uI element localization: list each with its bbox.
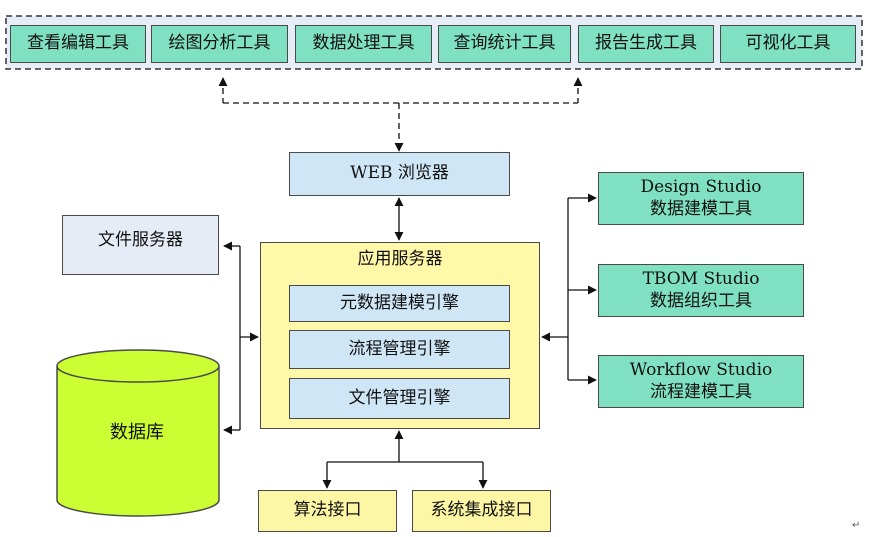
tool-report: 报告生成工具 [578,25,714,63]
file-server-label: 文件服务器 [98,230,183,250]
studio-subtitle: 流程建模工具 [650,381,752,402]
bottom-connector [322,430,488,489]
tool-label: 查询统计工具 [453,33,556,54]
workflow-studio-box: Workflow Studio 流程建模工具 [598,355,804,408]
tool-label: 报告生成工具 [595,33,697,54]
design-studio-box: Design Studio 数据建模工具 [598,172,804,225]
tbom-studio-box: TBOM Studio 数据组织工具 [598,264,804,317]
studio-subtitle: 数据组织工具 [650,290,752,311]
engine-label: 流程管理引擎 [348,338,451,359]
web-browser-box: WEB 浏览器 [289,152,510,196]
app-server-title: 应用服务器 [357,249,443,269]
right-bus-connector [541,193,597,385]
studio-title: Design Studio [640,177,762,198]
tool-browser-connector [218,77,583,152]
database-cylinder [56,349,220,517]
engine-label: 文件管理引擎 [348,387,451,408]
interface-label: 系统集成接口 [430,500,533,521]
web-browser-label: WEB 浏览器 [350,163,449,184]
tool-view-edit: 查看编辑工具 [10,25,146,63]
studio-title: TBOM Studio [642,269,760,290]
engine-metadata-modeling: 元数据建模引擎 [289,285,510,322]
file-server-box: 文件服务器 [62,215,219,275]
tool-query-stats: 查询统计工具 [438,25,571,63]
engine-label: 元数据建模引擎 [340,292,459,313]
studio-title: Workflow Studio [629,360,773,381]
tool-data-processing: 数据处理工具 [295,25,432,63]
system-integration-interface-box: 系统集成接口 [412,490,551,532]
paragraph-mark: ↵ [852,520,861,531]
engine-process-management: 流程管理引擎 [289,330,510,369]
tool-label: 绘图分析工具 [168,33,271,54]
tool-container [5,15,863,70]
tool-visualization: 可视化工具 [720,25,856,63]
interface-label: 算法接口 [293,500,362,521]
tool-label: 查看编辑工具 [27,33,129,54]
algorithm-interface-box: 算法接口 [258,490,397,532]
left-bus-connector [223,241,259,435]
tool-plot-analysis: 绘图分析工具 [151,25,288,63]
studio-subtitle: 数据建模工具 [650,198,752,219]
tool-label: 数据处理工具 [312,33,415,54]
engine-file-management: 文件管理引擎 [289,378,510,419]
database-label: 数据库 [110,422,164,443]
tool-label: 可视化工具 [745,33,831,54]
